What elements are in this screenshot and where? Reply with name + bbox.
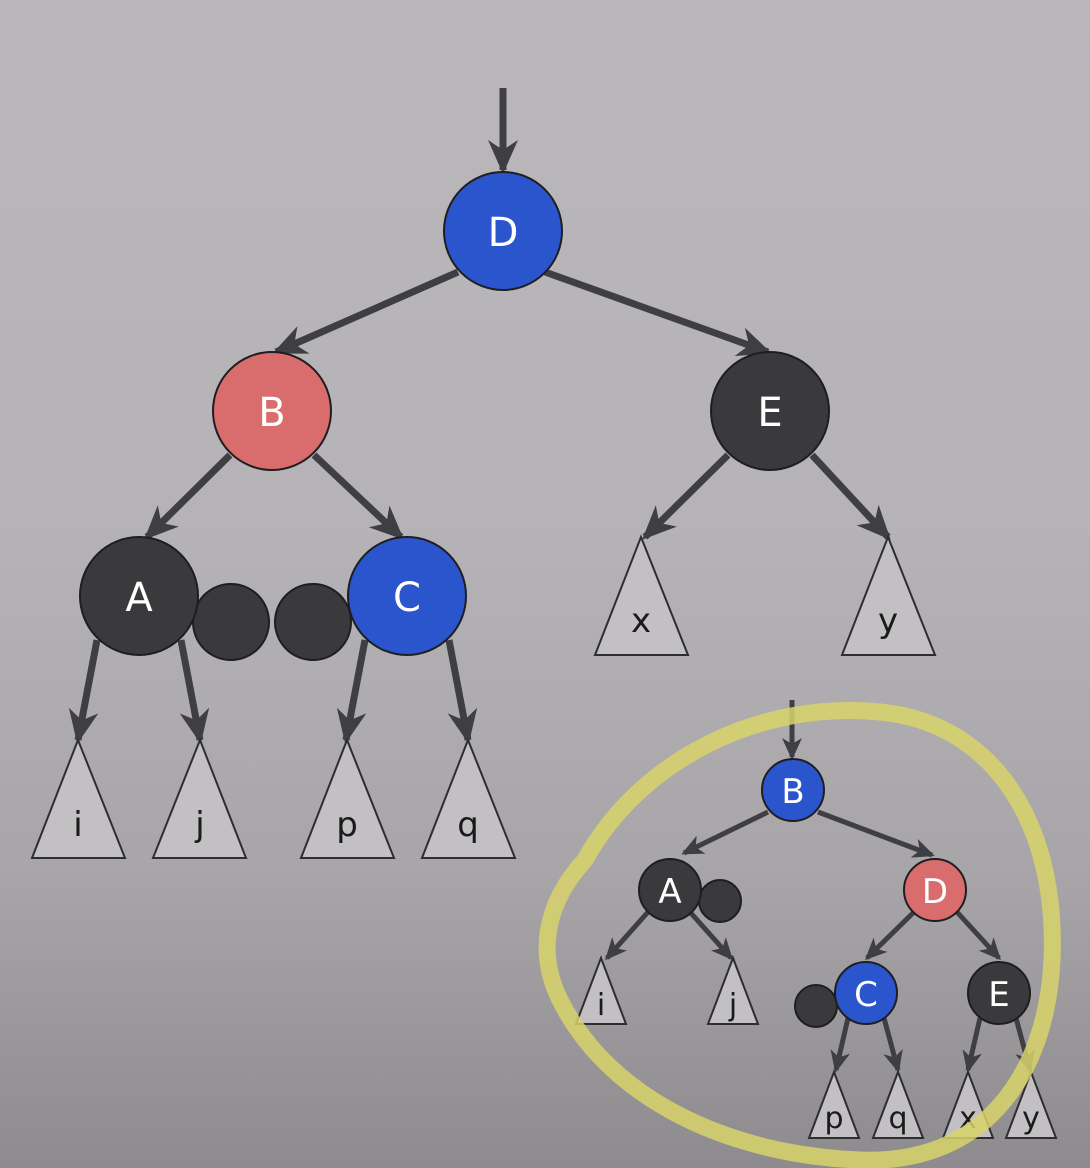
subtree-label: j: [728, 988, 737, 1023]
node-label: A: [658, 872, 681, 912]
node-e: E: [710, 351, 830, 471]
edge-a-i: [68, 639, 101, 744]
mini-edge-e-x: [962, 1017, 983, 1073]
mini-edge-a-j: [688, 910, 733, 961]
mini-edge-b-a: [681, 809, 770, 856]
mini-subtree-j: j: [706, 955, 760, 1025]
subtree-label: q: [888, 1101, 907, 1136]
mini-tree: i j p q x y B A: [574, 700, 1058, 1139]
subtree-label: y: [878, 601, 898, 641]
node-d: D: [443, 171, 563, 291]
highlight-circle: [538, 702, 1061, 1168]
subtree-j: j: [151, 737, 248, 859]
subtree-label: i: [73, 805, 82, 845]
node-label: A: [125, 575, 153, 621]
subtree-label: q: [457, 805, 479, 845]
mini-extra-black-token: [698, 879, 742, 923]
node-label: B: [781, 772, 804, 812]
node-a: A: [79, 536, 199, 656]
node-label: B: [258, 390, 285, 436]
mini-edge-d-e: [955, 910, 1002, 961]
node-label: C: [393, 575, 421, 621]
mini-edge-b-d: [817, 809, 935, 858]
mini-tree-edges: [605, 700, 1035, 1073]
edge-b-c: [311, 452, 404, 540]
subtree-label: p: [824, 1101, 843, 1136]
mini-subtree-p: p: [807, 1069, 861, 1139]
subtree-label: i: [597, 988, 605, 1023]
subtree-i: i: [30, 737, 127, 859]
mini-edge-a-i: [605, 910, 650, 961]
node-label: D: [488, 210, 519, 256]
main-tree-edges: [68, 88, 891, 744]
node-label: C: [854, 975, 878, 1015]
subtree-p: p: [299, 737, 396, 859]
edge-e-x: [642, 452, 731, 540]
edge-d-e: [543, 268, 772, 356]
mini-edge-c-q: [881, 1017, 903, 1073]
mini-node-b: B: [761, 758, 825, 822]
edge-b-a: [144, 452, 233, 540]
mini-node-e: E: [967, 961, 1031, 1025]
mini-node-c: C: [834, 961, 898, 1025]
subtree-x: x: [593, 534, 690, 656]
subtree-label: j: [194, 805, 204, 845]
subtree-label: x: [631, 601, 651, 641]
mini-subtree-y: y: [1004, 1069, 1058, 1139]
subtree-y: y: [840, 534, 937, 656]
mini-subtree-i: i: [574, 955, 628, 1025]
mini-node-a: A: [638, 858, 702, 922]
mini-edge-c-p: [830, 1017, 851, 1073]
subtree-q: q: [420, 737, 517, 859]
node-b: B: [212, 351, 332, 471]
node-label: E: [757, 390, 782, 436]
mini-extra-black-token: [794, 984, 838, 1028]
subtree-label: y: [1022, 1101, 1040, 1136]
node-label: E: [988, 975, 1009, 1015]
edge-c-q: [445, 639, 478, 744]
edge-e-y: [809, 452, 891, 540]
mini-edge-d-c: [864, 910, 916, 961]
edge-c-p: [336, 639, 369, 744]
subtree-label: p: [336, 805, 358, 845]
node-c: C: [347, 536, 467, 656]
edge-a-j: [177, 639, 210, 744]
extra-black-token: [274, 583, 352, 661]
extra-black-token: [192, 583, 270, 661]
edge-d-b: [272, 268, 460, 356]
mini-subtree-q: q: [871, 1069, 925, 1139]
node-label: D: [922, 872, 948, 912]
mini-node-d: D: [903, 858, 967, 922]
main-tree: x y i j p q D B: [30, 88, 937, 859]
